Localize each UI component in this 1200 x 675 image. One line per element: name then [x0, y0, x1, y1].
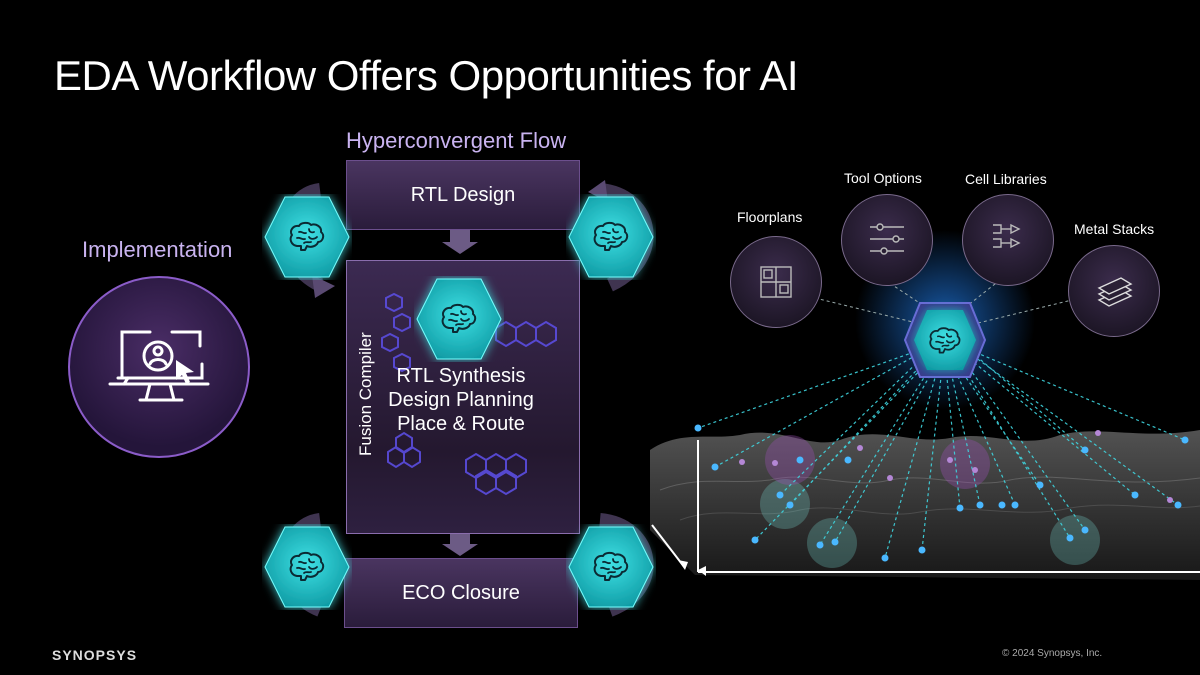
metal-stacks-label: Metal Stacks — [1074, 221, 1155, 237]
metal-stacks-circle — [1068, 245, 1160, 337]
floorplans-circle — [730, 236, 822, 328]
ai-hex-top-right — [568, 196, 654, 278]
step-place-route: Place & Route — [397, 413, 525, 435]
rtl-design-label: RTL Design — [410, 183, 516, 206]
ai-hex-bottom-left — [264, 526, 350, 608]
monitor-user-cursor-icon — [108, 330, 210, 402]
floorplans-label: Floorplans — [737, 209, 803, 225]
down-arrow-icon — [442, 230, 478, 254]
synopsys-logo: SYNOPSYS — [52, 647, 138, 663]
step-rtl-synthesis: RTL Synthesis — [396, 365, 526, 387]
down-arrow-icon — [442, 532, 478, 556]
ai-hex-bottom-right — [568, 526, 654, 608]
fusion-compiler-label: Fusion Compiler — [356, 332, 375, 456]
cell-libraries-label: Cell Libraries — [965, 171, 1047, 187]
copyright: © 2024 Synopsys, Inc. — [1002, 648, 1103, 659]
implementation-title: Implementation — [82, 237, 233, 262]
cell-libraries-circle — [962, 194, 1054, 286]
ai-hex-compiler — [416, 278, 502, 360]
compiler-steps: RTL Synthesis Design Planning Place & Ro… — [376, 364, 546, 436]
eco-closure-label: ECO Closure — [402, 581, 520, 604]
eco-closure-stage: ECO Closure — [344, 558, 578, 628]
hex-network-decoration — [381, 292, 557, 496]
flow-title: Hyperconvergent Flow — [346, 128, 567, 153]
floorplan-grid-icon — [760, 266, 792, 298]
design-space-landscape — [650, 430, 1200, 580]
step-design-planning: Design Planning — [388, 389, 534, 411]
ai-hex-top-left — [264, 196, 350, 278]
layer-stack-icon — [1097, 277, 1133, 307]
sliders-icon — [870, 223, 904, 255]
rtl-design-stage: RTL Design — [346, 160, 580, 230]
logic-gates-icon — [993, 223, 1021, 249]
tool-options-circle — [841, 194, 933, 286]
tool-options-label: Tool Options — [844, 170, 922, 186]
implementation-circle — [68, 276, 250, 458]
slide-title: EDA Workflow Offers Opportunities for AI — [54, 52, 799, 99]
